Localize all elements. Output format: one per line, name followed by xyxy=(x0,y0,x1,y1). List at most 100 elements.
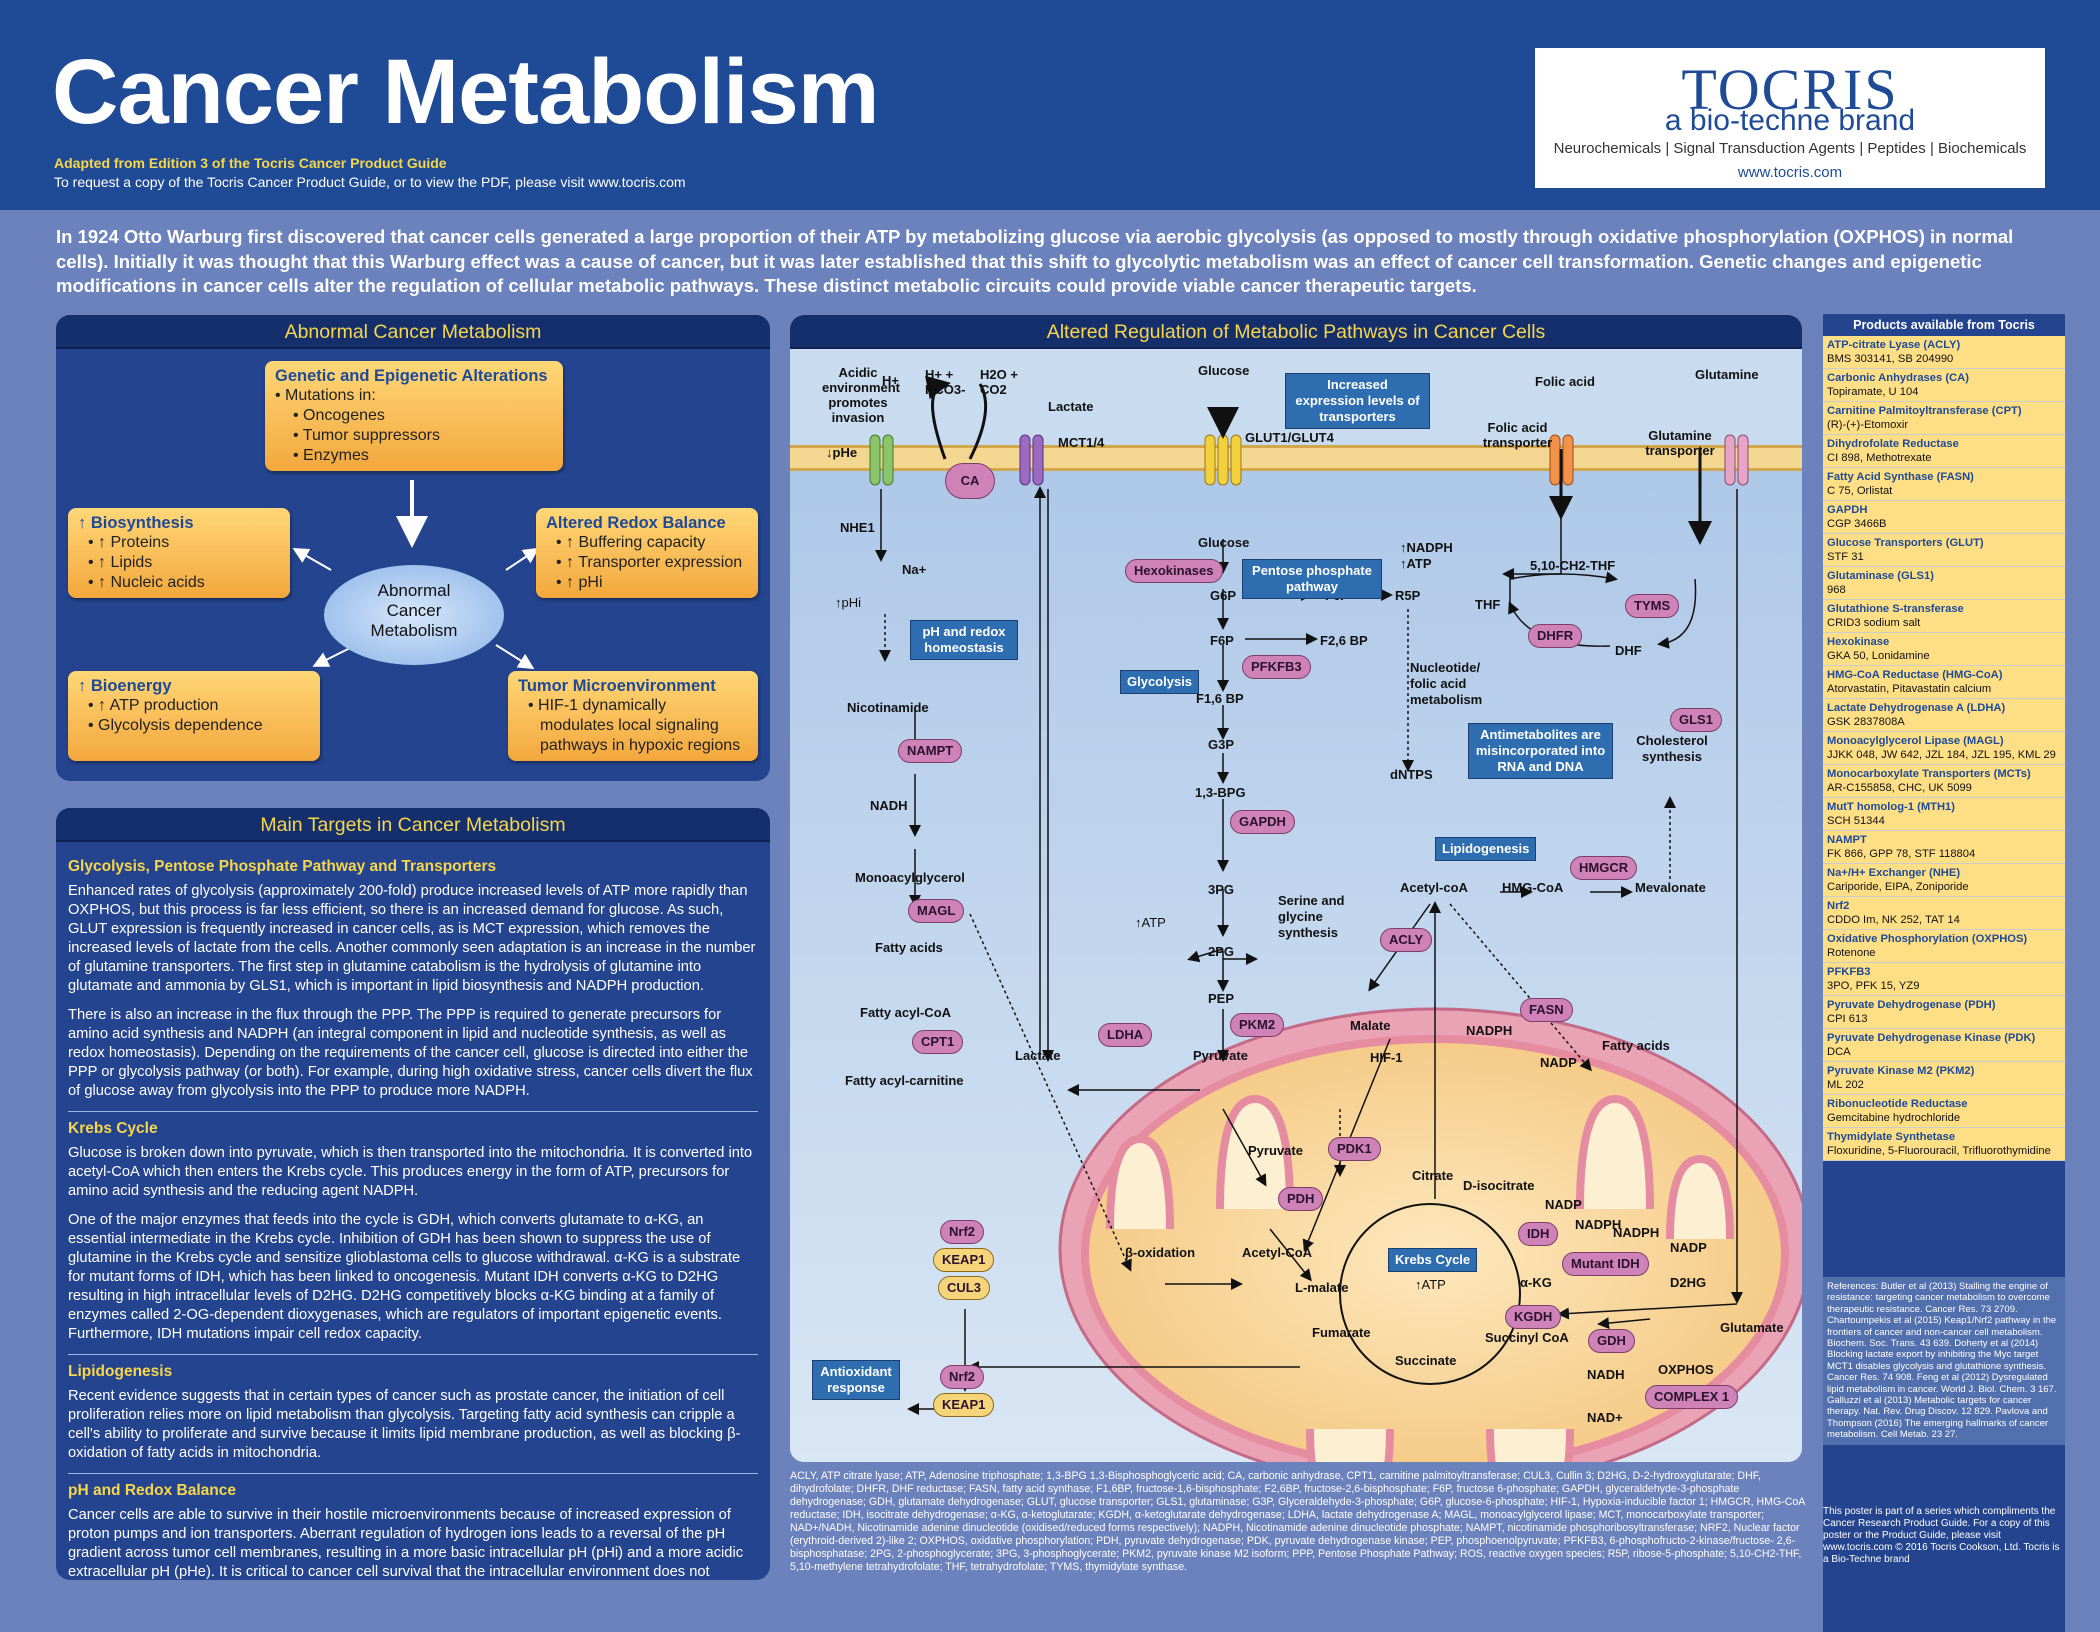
enzyme-kgdh[interactable]: KGDH xyxy=(1505,1305,1562,1329)
product-item[interactable]: Pyruvate Dehydrogenase Kinase (PDK)DCA xyxy=(1823,1029,2065,1062)
product-item[interactable]: Pyruvate Dehydrogenase (PDH)CPI 613 xyxy=(1823,996,2065,1029)
pathway-diagram: Altered Regulation of Metabolic Pathways… xyxy=(790,315,1802,1462)
label-glut: GLUT1/GLUT4 xyxy=(1245,430,1334,445)
divider xyxy=(68,1473,758,1474)
product-item[interactable]: Fatty Acid Synthase (FASN)C 75, Orlistat xyxy=(1823,468,2065,501)
label-dhf: DHF xyxy=(1615,643,1642,658)
product-item[interactable]: HMG-CoA Reductase (HMG-CoA)Atorvastatin,… xyxy=(1823,666,2065,699)
enzyme-gdh[interactable]: GDH xyxy=(1588,1329,1635,1353)
product-name: Ribonucleotide Reductase xyxy=(1827,1098,1968,1110)
products-title: Products available from Tocris xyxy=(1823,314,2065,336)
product-compounds: DCA xyxy=(1827,1046,1851,1058)
product-compounds: GSK 2837808A xyxy=(1827,716,1905,728)
enzyme-hexokinases[interactable]: Hexokinases xyxy=(1125,559,1223,583)
enzyme-gls1[interactable]: GLS1 xyxy=(1670,708,1722,732)
divider xyxy=(68,1354,758,1355)
product-item[interactable]: ATP-citrate Lyase (ACLY)BMS 303141, SB 2… xyxy=(1823,336,2065,369)
genetic-line: • Oncogenes xyxy=(293,407,385,424)
label-succinate: Succinate xyxy=(1395,1353,1457,1368)
logo-url[interactable]: www.tocris.com xyxy=(1737,164,1843,181)
product-item[interactable]: MutT homolog-1 (MTH1)SCH 51344 xyxy=(1823,798,2065,831)
product-item[interactable]: Monoacylglycerol Lipase (MAGL)JJKK 048, … xyxy=(1823,732,2065,765)
section-paragraph: Cancer cells are able to survive in thei… xyxy=(68,1507,744,1580)
product-name: Dihydrofolate Reductase xyxy=(1827,438,1959,450)
product-compounds: Floxuridine, 5-Fluorouracil, Trifluoroth… xyxy=(1827,1145,2051,1157)
label-malate: Malate xyxy=(1350,1018,1391,1033)
enzyme-magl[interactable]: MAGL xyxy=(908,899,965,923)
section-heading: Krebs Cycle xyxy=(68,1120,158,1137)
product-compounds: 968 xyxy=(1827,584,1846,596)
enzyme-fasn[interactable]: FASN xyxy=(1520,998,1573,1022)
enzyme-pdk1[interactable]: PDK1 xyxy=(1328,1137,1381,1161)
product-compounds: C 75, Orlistat xyxy=(1827,485,1893,497)
label-chol: Cholesterol synthesis xyxy=(1636,733,1708,764)
product-item[interactable]: Carbonic Anhydrases (CA)Topiramate, U 10… xyxy=(1823,369,2065,402)
logo-name: TOCRIS xyxy=(1681,57,1899,122)
section-paragraph: One of the major enzymes that feeds into… xyxy=(68,1212,741,1342)
abbreviations: ACLY, ATP citrate lyase; ATP, Adenosine … xyxy=(790,1470,1805,1573)
center-ellipse: Abnormal Cancer Metabolism xyxy=(324,565,504,665)
enzyme-pdh[interactable]: PDH xyxy=(1278,1187,1324,1211)
enzyme-cul3[interactable]: CUL3 xyxy=(938,1276,990,1300)
enzyme-ca[interactable]: CA xyxy=(945,463,995,499)
label-nicotinamide: Nicotinamide xyxy=(847,700,929,715)
enzyme-cpt1[interactable]: CPT1 xyxy=(912,1030,964,1054)
section-heading: pH and Redox Balance xyxy=(68,1482,236,1499)
enzyme-acly[interactable]: ACLY xyxy=(1380,928,1433,952)
product-name: Monoacylglycerol Lipase (MAGL) xyxy=(1827,735,2004,747)
product-compounds: CDDO Im, NK 252, TAT 14 xyxy=(1827,914,1960,926)
product-item[interactable]: Lactate Dehydrogenase A (LDHA)GSK 283780… xyxy=(1823,699,2065,732)
product-name: NAMPT xyxy=(1827,834,1867,846)
page-title: Cancer Metabolism xyxy=(52,41,880,143)
enzyme-idh[interactable]: IDH xyxy=(1518,1222,1559,1246)
product-item[interactable]: Na+/H+ Exchanger (NHE)Cariporide, EIPA, … xyxy=(1823,864,2065,897)
enzyme-dhfr[interactable]: DHFR xyxy=(1528,624,1583,648)
label-mag: Monoacylglycerol xyxy=(855,870,965,885)
product-item[interactable]: Oxidative Phosphorylation (OXPHOS)Roteno… xyxy=(1823,930,2065,963)
enzyme-pfkfb3[interactable]: PFKFB3 xyxy=(1242,655,1311,679)
enzyme-ldha[interactable]: LDHA xyxy=(1098,1023,1153,1047)
box-antioxidant: Antioxidant response xyxy=(812,1360,900,1400)
enzyme-mutidh[interactable]: Mutant IDH xyxy=(1562,1252,1649,1276)
enzyme-nrf2-b[interactable]: Nrf2 xyxy=(940,1365,985,1389)
enzyme-pkm2[interactable]: PKM2 xyxy=(1230,1013,1285,1037)
product-item[interactable]: Glutaminase (GLS1)968 xyxy=(1823,567,2065,600)
label-mevalonate: Mevalonate xyxy=(1635,880,1706,895)
label-succcoa: Succinyl CoA xyxy=(1485,1330,1569,1345)
product-item[interactable]: Carnitine Palmitoyltransferase (CPT)(R)-… xyxy=(1823,402,2065,435)
targets-title: Main Targets in Cancer Metabolism xyxy=(56,808,770,842)
enzyme-nrf2-a[interactable]: Nrf2 xyxy=(940,1220,985,1244)
label-r5p: R5P xyxy=(1395,588,1421,603)
label-h2o: H2O + CO2 xyxy=(980,367,1018,397)
product-item[interactable]: Monocarboxylate Transporters (MCTs)AR-C1… xyxy=(1823,765,2065,798)
tocris-logo: TOCRIS a bio-techne brand Neurochemicals… xyxy=(1535,48,2045,188)
product-item[interactable]: Pyruvate Kinase M2 (PKM2)ML 202 xyxy=(1823,1062,2065,1095)
enzyme-keap1-a[interactable]: KEAP1 xyxy=(933,1248,995,1272)
enzyme-tyms[interactable]: TYMS xyxy=(1625,594,1680,618)
credit-note: This poster is part of a series which co… xyxy=(1823,1506,2060,1565)
enzyme-gapdh[interactable]: GAPDH xyxy=(1230,810,1295,834)
product-compounds: CI 898, Methotrexate xyxy=(1827,452,1932,464)
redox-line: • ↑ Buffering capacity xyxy=(556,534,706,551)
enzyme-nampt[interactable]: NAMPT xyxy=(898,739,963,763)
enzyme-keap1-b[interactable]: KEAP1 xyxy=(933,1393,995,1417)
label-nucleotide: Nucleotide/ folic acid metabolism xyxy=(1410,660,1483,707)
label-nadplus: NAD+ xyxy=(1587,1410,1623,1425)
enzyme-complex1[interactable]: COMPLEX 1 xyxy=(1645,1385,1739,1409)
products-list: ATP-citrate Lyase (ACLY)BMS 303141, SB 2… xyxy=(1823,336,2065,1161)
diagram-title: Altered Regulation of Metabolic Pathways… xyxy=(790,315,1802,349)
enzyme-hmgcr[interactable]: HMGCR xyxy=(1570,856,1638,880)
label-nadh-m: NADH xyxy=(1587,1367,1625,1382)
label-hplus: H+ xyxy=(882,373,899,388)
product-item[interactable]: Glucose Transporters (GLUT)STF 31 xyxy=(1823,534,2065,567)
product-item[interactable]: Dihydrofolate Reductase CI 898, Methotrex… xyxy=(1823,435,2065,468)
biosynthesis-box: ↑ Biosynthesis • ↑ Proteins • ↑ Lipids •… xyxy=(68,508,290,598)
